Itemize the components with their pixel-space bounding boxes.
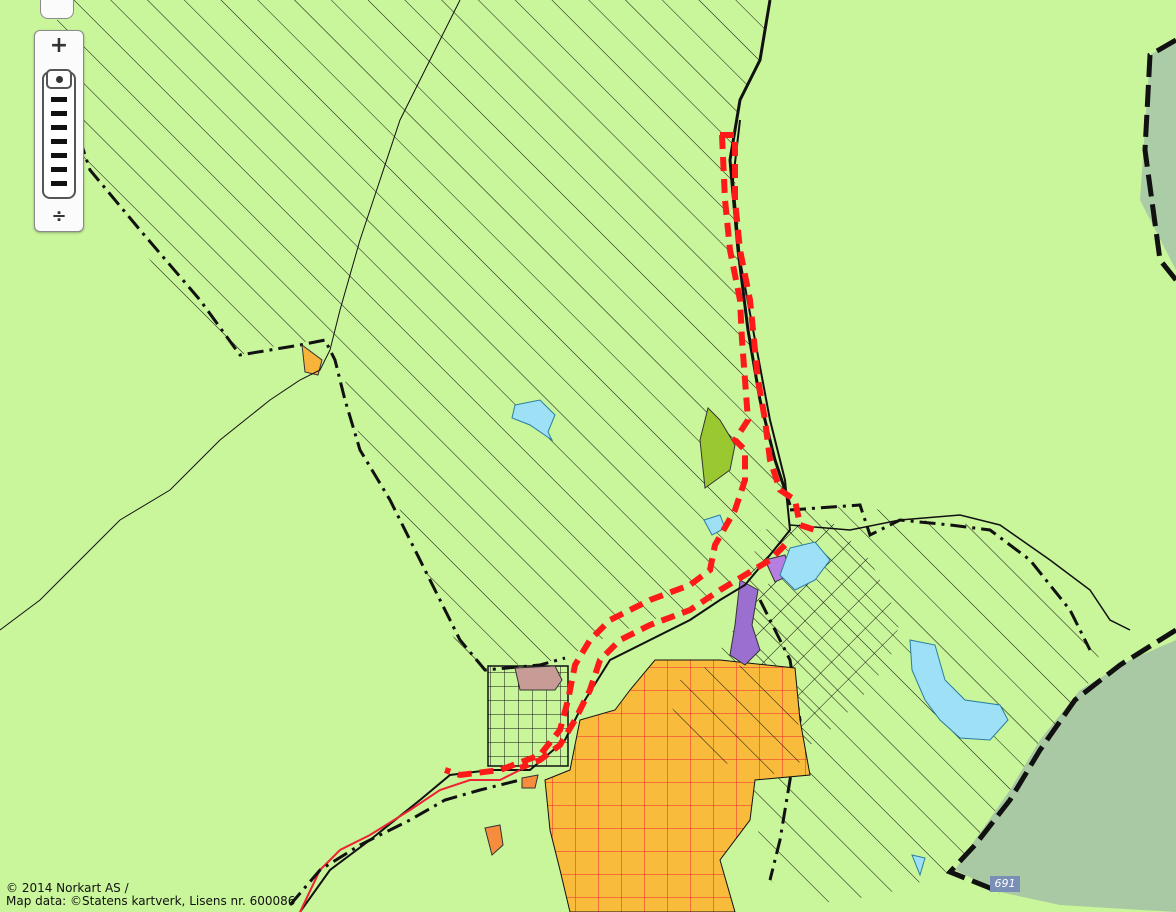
zoom-control: + ÷ bbox=[34, 30, 84, 232]
zoom-tick bbox=[51, 139, 67, 144]
zoom-tick bbox=[51, 181, 67, 186]
zoom-tick bbox=[51, 125, 67, 130]
zoom-tick bbox=[51, 153, 67, 158]
zoom-tick bbox=[51, 111, 67, 116]
pan-down-button[interactable] bbox=[40, 0, 74, 19]
pond-south bbox=[911, 854, 926, 877]
orange-parcel-small-2 bbox=[484, 824, 504, 856]
relief-boundary-top bbox=[1142, 37, 1176, 282]
relief-boundary bbox=[945, 627, 1176, 895]
zoom-tick bbox=[51, 97, 67, 102]
road-number-label: 691 bbox=[990, 876, 1020, 892]
road-red bbox=[299, 769, 521, 912]
plus-icon: + bbox=[49, 33, 69, 58]
olive-parcel bbox=[699, 407, 736, 489]
hatched-zone-main bbox=[50, 0, 800, 670]
stream-southwest bbox=[299, 119, 792, 912]
orange-parcel-small bbox=[301, 343, 323, 376]
pond-east bbox=[779, 541, 831, 591]
zoom-in-button[interactable]: + bbox=[35, 33, 83, 59]
zoom-tick bbox=[51, 167, 67, 172]
zoom-slider-handle[interactable] bbox=[46, 69, 72, 89]
lake bbox=[511, 399, 556, 442]
orange-hatch-overlay bbox=[660, 660, 805, 780]
stream-ridge bbox=[789, 514, 1131, 631]
minus-icon: ÷ bbox=[51, 206, 67, 227]
zone-boundary-east-loop bbox=[789, 503, 1092, 651]
zoom-out-button[interactable]: ÷ bbox=[35, 205, 83, 229]
zone-boundary-east bbox=[728, 0, 792, 506]
zoom-handle-dot-icon bbox=[56, 76, 63, 83]
planned-route bbox=[444, 132, 816, 779]
attribution-line-2: Map data: ©Statens kartverk, Lisens nr. … bbox=[6, 894, 296, 908]
stream-west bbox=[0, 0, 461, 631]
lake-east bbox=[909, 639, 1009, 741]
relief-zone bbox=[955, 640, 1176, 912]
attribution-line-1: © 2014 Norkart AS / bbox=[6, 881, 129, 895]
brown-parcel bbox=[514, 665, 563, 691]
map-attribution: © 2014 Norkart AS / Map data: ©Statens k… bbox=[6, 882, 295, 908]
zoom-slider[interactable] bbox=[42, 69, 76, 199]
purple-area bbox=[729, 579, 761, 666]
